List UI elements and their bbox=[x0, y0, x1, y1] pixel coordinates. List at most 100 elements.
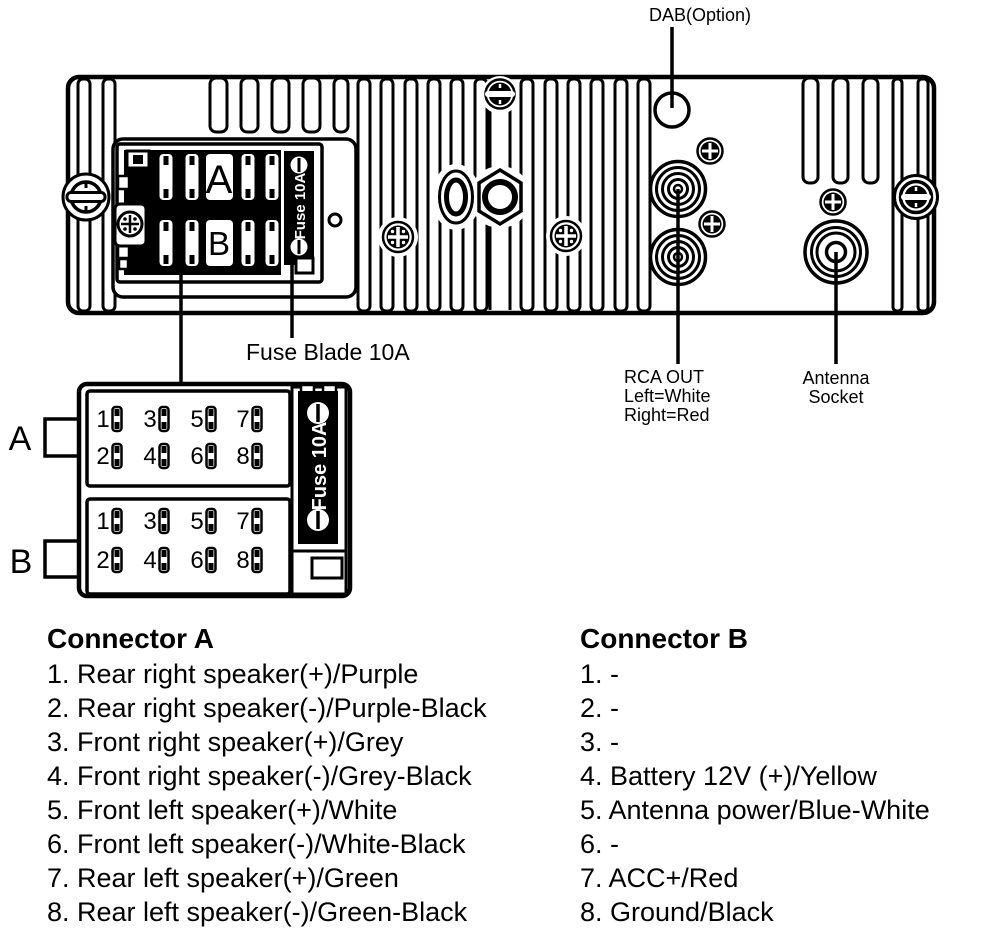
connector-a-title: Connector A bbox=[47, 623, 214, 654]
pin-slot bbox=[185, 220, 199, 266]
heatsink-fin bbox=[589, 77, 605, 313]
screw-phillips-small-icon bbox=[819, 188, 847, 216]
heatsink-fin bbox=[301, 76, 322, 134]
pin-number: 2 bbox=[96, 443, 109, 470]
list-item: 3. - bbox=[580, 727, 620, 757]
list-item: 7. ACC+/Red bbox=[580, 863, 739, 893]
screw-slotted-right-icon bbox=[893, 174, 939, 220]
pin-number: 5 bbox=[190, 406, 203, 433]
fuse-blade-label: Fuse Blade 10A bbox=[246, 339, 410, 365]
list-item: 4. Battery 12V (+)/Yellow bbox=[580, 761, 877, 791]
pin-slot bbox=[159, 220, 173, 266]
pin-slot bbox=[241, 154, 255, 200]
list-item: 1. - bbox=[580, 659, 620, 689]
oval-opening-icon bbox=[438, 169, 474, 225]
screw-phillips-block-icon bbox=[116, 210, 144, 238]
block-notch bbox=[117, 257, 130, 271]
connector-block-body bbox=[124, 150, 281, 275]
heatsink-fin bbox=[356, 77, 372, 313]
pin-number: 4 bbox=[143, 443, 156, 470]
housing-hole bbox=[327, 212, 343, 228]
pin-slot bbox=[205, 405, 217, 433]
list-item: 2. - bbox=[580, 693, 620, 723]
pin-slot bbox=[205, 546, 217, 574]
pin-slot bbox=[241, 220, 255, 266]
iso-section-a bbox=[85, 389, 292, 488]
rca-label-line2: Left=White bbox=[624, 386, 711, 406]
list-item: 2. Rear right speaker(-)/Purple-Black bbox=[47, 693, 487, 723]
keying-detail-pin bbox=[133, 155, 143, 164]
list-item: 6. - bbox=[580, 829, 620, 859]
connector-b-pinout-list: Connector B 1. - 2. - 3. - 4. Battery 12… bbox=[580, 621, 930, 929]
list-item: 3. Front right speaker(+)/Grey bbox=[47, 727, 404, 757]
iso-section-b bbox=[85, 497, 292, 596]
iso-connector-diagram: 1 3 5 7 2 4 6 8 1 3 5 7 2 bbox=[9, 381, 353, 599]
hex-nut-icon bbox=[477, 167, 523, 227]
screw-phillips-icon bbox=[549, 219, 583, 253]
rear-panel: A B bbox=[61, 74, 939, 316]
pin-number: 4 bbox=[143, 547, 156, 574]
rca-label-line1: RCA OUT bbox=[624, 367, 704, 387]
fuse-strip-iso: Fuse 10A bbox=[290, 383, 348, 596]
panel-block-letter-b: B bbox=[208, 225, 230, 262]
connector-a-pinout-list: Connector A 1. Rear right speaker(+)/Pur… bbox=[47, 621, 487, 929]
screw-phillips-small-icon bbox=[696, 137, 724, 165]
pin-slot bbox=[251, 507, 263, 535]
pin-slot bbox=[111, 405, 123, 433]
block-notch bbox=[116, 244, 131, 260]
pin-slot bbox=[158, 546, 170, 574]
list-item: 5. Antenna power/Blue-White bbox=[580, 795, 930, 825]
heatsink-fin bbox=[831, 76, 850, 185]
list-item: 8. Rear left speaker(-)/Green-Black bbox=[47, 897, 468, 927]
panel-block-letter-a: A bbox=[206, 158, 233, 202]
screw-phillips-icon bbox=[381, 220, 415, 254]
list-item: 8. Ground/Black bbox=[580, 897, 774, 927]
pin-slot bbox=[159, 154, 173, 200]
pin-number: 7 bbox=[236, 508, 249, 535]
iso-section-a-pins: 1 3 5 7 2 4 6 8 bbox=[96, 405, 263, 470]
pin-slot bbox=[111, 546, 123, 574]
heatsink-fin bbox=[379, 77, 395, 313]
list-item: 4. Front right speaker(-)/Grey-Black bbox=[47, 761, 472, 791]
heatsink-fin bbox=[613, 77, 629, 313]
pin-number: 2 bbox=[96, 547, 109, 574]
pin-slot bbox=[251, 442, 263, 470]
list-item: 1. Rear right speaker(+)/Purple bbox=[47, 659, 419, 689]
fuse-strip-iso-label: Fuse 10A bbox=[309, 422, 331, 511]
heatsink-fin bbox=[861, 76, 880, 185]
heatsink-fin bbox=[636, 77, 652, 313]
heatsink-fin bbox=[543, 77, 559, 313]
pin-slot bbox=[265, 154, 279, 200]
list-item: 5. Front left speaker(+)/White bbox=[47, 795, 398, 825]
pin-slot bbox=[111, 507, 123, 535]
heatsink-fin bbox=[801, 76, 820, 185]
connector-b-title: Connector B bbox=[580, 623, 748, 654]
fuse-strip-panel: Fuse 10A bbox=[284, 151, 314, 265]
screw-slotted-left-icon bbox=[61, 172, 111, 222]
screw-phillips-small-icon bbox=[698, 210, 726, 238]
heatsink-fin bbox=[403, 77, 419, 313]
iso-letter-a: A bbox=[9, 420, 32, 458]
list-item: 7. Rear left speaker(+)/Green bbox=[47, 863, 399, 893]
pin-slot bbox=[251, 405, 263, 433]
pin-number: 6 bbox=[190, 443, 203, 470]
pin-number: 3 bbox=[143, 508, 156, 535]
pin-slot bbox=[205, 507, 217, 535]
rca-label-line3: Right=Red bbox=[624, 405, 710, 425]
pin-slot bbox=[185, 154, 199, 200]
iso-bottom-notch-inner bbox=[310, 556, 344, 580]
pin-slot bbox=[265, 220, 279, 266]
antenna-label-line2: Socket bbox=[808, 387, 863, 407]
pin-number: 1 bbox=[96, 508, 109, 535]
letter-pad bbox=[206, 154, 233, 200]
iso-section-b-pins: 1 3 5 7 2 4 6 8 bbox=[96, 507, 263, 574]
pin-number: 6 bbox=[190, 547, 203, 574]
pin-slot bbox=[158, 442, 170, 470]
fuse-strip-panel-label: Fuse 10A bbox=[292, 172, 309, 239]
wiring-diagram-canvas: A B bbox=[9, 5, 939, 599]
panel-power-connector: A B bbox=[111, 137, 358, 299]
antenna-label-line1: Antenna bbox=[802, 368, 870, 388]
iso-letter-b: B bbox=[10, 543, 33, 581]
pin-slot bbox=[158, 405, 170, 433]
